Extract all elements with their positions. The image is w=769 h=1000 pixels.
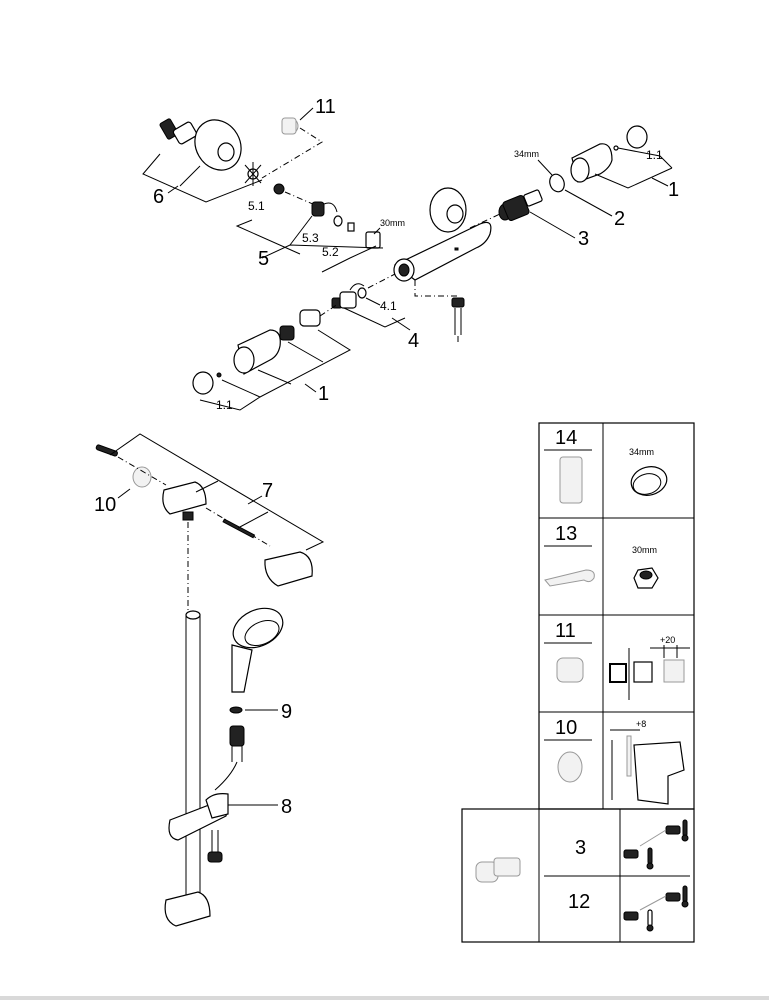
callout-4-1: 4.1 xyxy=(380,299,397,313)
part-10-spacer xyxy=(132,466,152,488)
extension-plus-20: +20 xyxy=(660,635,675,645)
accessory-row-14: 14 34mm xyxy=(544,427,668,504)
accessory-size-30mm: 30mm xyxy=(632,545,657,555)
callout-5: 5 xyxy=(258,248,269,270)
part-11-extension xyxy=(281,117,299,135)
callout-8: 8 xyxy=(281,796,292,818)
callout-5-1: 5.1 xyxy=(248,199,265,213)
callout-6: 6 xyxy=(153,186,164,208)
mixer-body xyxy=(393,187,492,282)
hose-nut xyxy=(229,725,245,747)
spacer-ring-icon xyxy=(557,751,583,783)
callout-5-2: 5.2 xyxy=(322,245,339,259)
part-7-cap xyxy=(264,551,313,587)
cartridge-option-3: 3 xyxy=(575,837,586,859)
cartridge-option-12: 12 xyxy=(568,891,590,913)
part-3-cartridge xyxy=(498,189,543,221)
callout-4: 4 xyxy=(408,330,419,352)
shower-rail-set: 10 7 xyxy=(94,433,325,927)
part-2-ring xyxy=(549,173,565,193)
wall-spacer-diagram-icon xyxy=(610,729,685,805)
accessory-row-11: 11 +20 xyxy=(544,620,690,700)
part-1-handle-bottom xyxy=(192,309,321,395)
mixer-assembly: 6 11 5.1 30mm 5.3 5.2 5 xyxy=(142,96,679,412)
accessory-size-34mm: 34mm xyxy=(629,447,654,457)
accessory-number-13: 13 xyxy=(555,523,577,545)
cartridge-icon xyxy=(475,857,521,883)
accessory-number-11: 11 xyxy=(555,620,576,642)
callout-1-top: 1 xyxy=(668,179,679,201)
callout-2: 2 xyxy=(614,208,625,230)
wall-screw xyxy=(95,444,118,457)
callout-5-3: 5.3 xyxy=(302,231,319,245)
accessory-number-14: 14 xyxy=(555,427,577,449)
part-1-handle-top xyxy=(570,125,648,183)
accessory-row-13: 13 30mm xyxy=(544,523,659,589)
callout-1-bottom: 1 xyxy=(318,383,329,405)
part-6-connector xyxy=(159,118,242,171)
accessory-row-10: 10 +8 xyxy=(544,717,685,805)
reversed-connectors-icon xyxy=(623,885,689,932)
part-7-bracket xyxy=(162,481,207,521)
size-34mm: 34mm xyxy=(514,149,539,159)
callout-11: 11 xyxy=(315,96,336,118)
wall-extension-diagram-icon xyxy=(609,645,690,700)
callout-7: 7 xyxy=(262,480,273,502)
callout-3: 3 xyxy=(578,228,589,250)
hand-shower xyxy=(231,607,284,693)
wrench-icon xyxy=(544,569,595,587)
accessory-table: 14 34mm 13 30mm 11 xyxy=(461,422,695,943)
accessory-number-10: 10 xyxy=(555,717,577,739)
star-washer xyxy=(244,162,262,186)
socket-tool-icon xyxy=(559,456,583,504)
bottom-border xyxy=(0,996,769,1000)
part-5-valve xyxy=(311,201,381,249)
part-4-valve xyxy=(331,283,367,309)
spacer-plus-8: +8 xyxy=(636,719,646,729)
cartridge-options: 3 12 xyxy=(461,808,695,943)
part-8-slider xyxy=(168,793,229,841)
outlet-connector xyxy=(451,297,465,344)
callout-10: 10 xyxy=(94,494,116,516)
part-9-washer xyxy=(229,706,243,714)
callout-9: 9 xyxy=(281,701,292,723)
shower-rail xyxy=(164,610,211,927)
callout-1-1-top: 1.1 xyxy=(646,148,663,162)
size-30mm: 30mm xyxy=(380,218,405,228)
hot-cold-connectors-icon xyxy=(623,819,689,870)
callout-1-1-bottom: 1.1 xyxy=(216,398,233,412)
extension-piece-icon xyxy=(556,657,584,683)
